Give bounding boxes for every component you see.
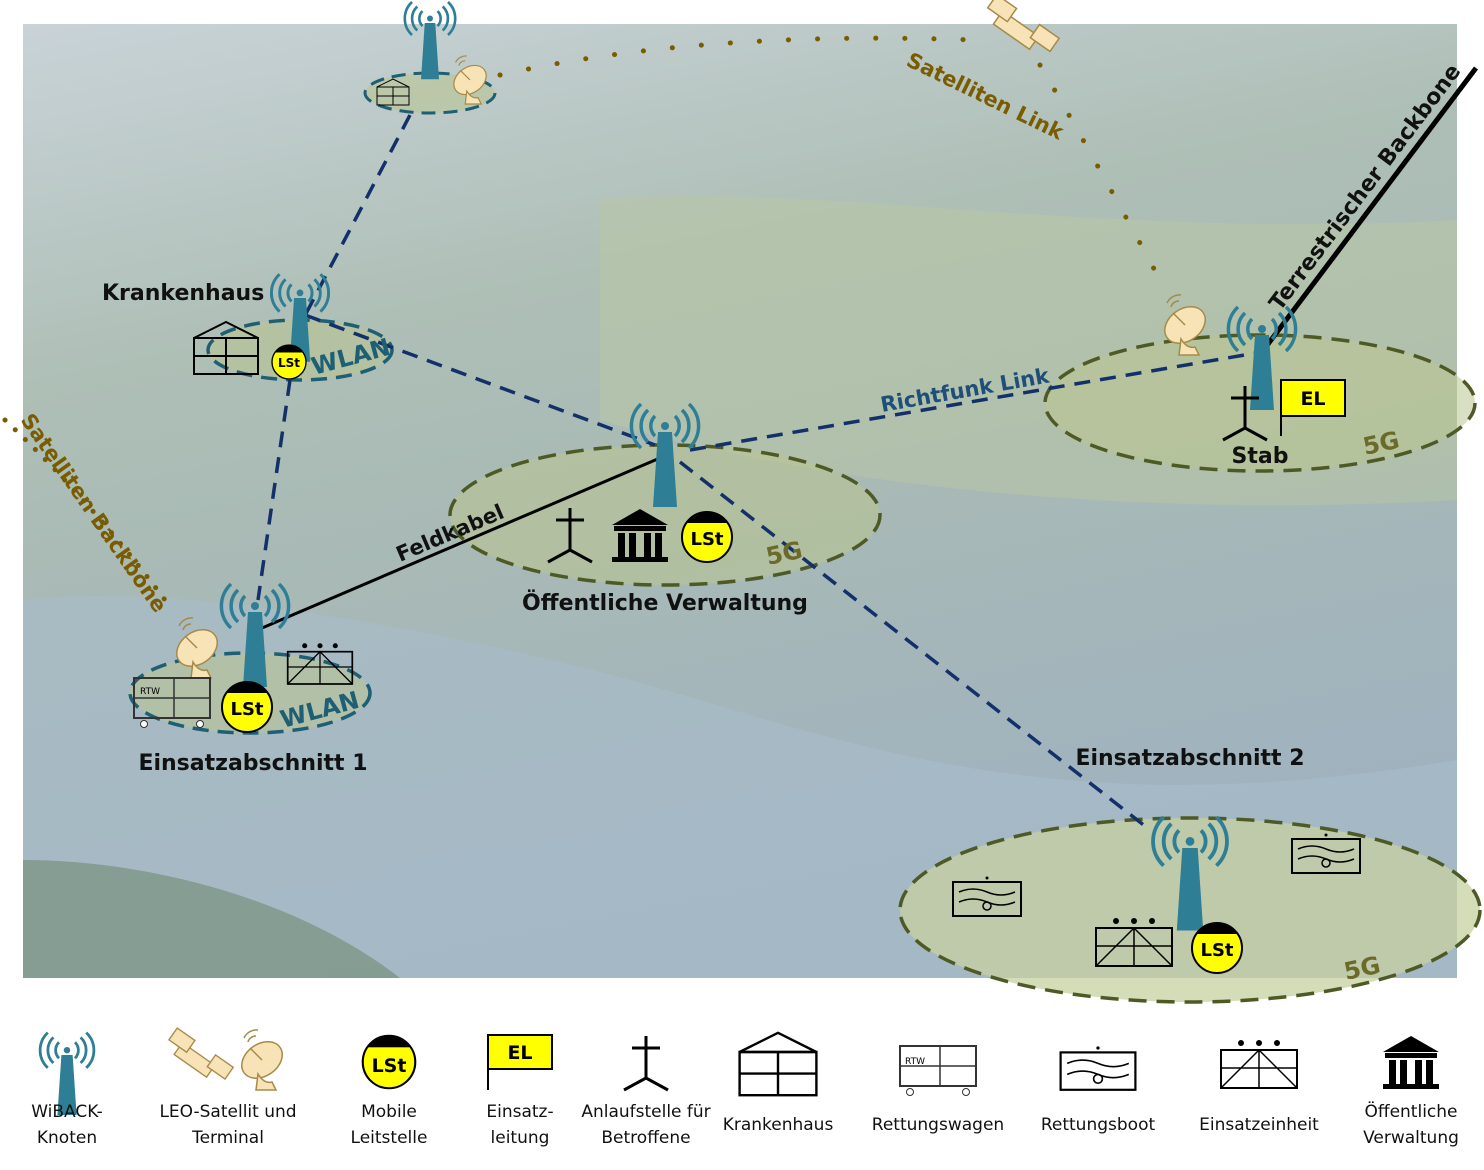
- lst-text: LSt: [1200, 940, 1233, 961]
- 5g-label: 5G: [1341, 951, 1382, 986]
- link-krankenhaus-verwaltung: [304, 313, 656, 447]
- lst-text: LSt: [278, 356, 300, 370]
- legend-lst-text: LSt: [372, 1055, 407, 1077]
- el-flag-icon: [1280, 379, 1346, 417]
- legend-label: LEO-Satellit und: [159, 1102, 296, 1122]
- legend-label: Öffentliche: [1364, 1100, 1457, 1122]
- legend-label: Verwaltung: [1363, 1128, 1459, 1148]
- ea1-label: Einsatzabschnitt 1: [138, 751, 367, 776]
- legend-label: Leitstelle: [351, 1128, 428, 1148]
- legend: LSt EL RTW WiBACK- Knoten LEO-Satellit u…: [31, 1027, 1459, 1148]
- legend-label: Einsatzeinheit: [1199, 1115, 1319, 1135]
- el-text: EL: [1300, 388, 1325, 410]
- terrestrial-backbone-line: [1260, 66, 1478, 354]
- legend-hospital-icon: [738, 1031, 818, 1097]
- legend-label: Rettungsboot: [1041, 1115, 1156, 1135]
- verwaltung-label: Öffentliche Verwaltung: [522, 590, 808, 616]
- legend-label: Einsatz-: [486, 1102, 553, 1122]
- rtw-text: RTW: [140, 687, 160, 697]
- lst-text: LSt: [690, 529, 723, 550]
- link-krankenhaus-ea1: [256, 379, 292, 601]
- forest-area: [23, 860, 400, 978]
- legend-label: Betroffene: [601, 1128, 690, 1148]
- link-sat-krankenhaus: [298, 114, 412, 326]
- legend-label: Mobile: [361, 1102, 417, 1122]
- legend-rtw-text: RTW: [905, 1057, 925, 1067]
- legend-label: Rettungswagen: [872, 1115, 1004, 1135]
- satellite-link-line: [497, 35, 1163, 283]
- legend-el-flag-icon: [487, 1034, 553, 1070]
- legend-dish-icon: [234, 1029, 290, 1091]
- satellite-backbone-line: [2, 417, 168, 603]
- legend-satellite-icon: [168, 1027, 234, 1080]
- legend-label: Knoten: [37, 1128, 97, 1148]
- field-cable-line: [261, 456, 661, 630]
- ea2-label: Einsatzabschnitt 2: [1075, 746, 1304, 771]
- legend-label: leitung: [491, 1128, 550, 1148]
- legend-label: Anlaufstelle für: [581, 1102, 710, 1122]
- legend-anlaufstelle-icon: [622, 1034, 670, 1092]
- legend-label: WiBACK-: [31, 1102, 103, 1122]
- legend-government-icon: [1383, 1036, 1439, 1089]
- legend-rescue-boat-icon: [1059, 1045, 1137, 1091]
- legend-label: Terminal: [191, 1128, 264, 1148]
- link-verwaltung-ea2: [678, 460, 1152, 832]
- legend-label: Krankenhaus: [723, 1115, 834, 1135]
- legend-ambulance-icon: [899, 1045, 977, 1097]
- legend-unit-icon: [1220, 1039, 1298, 1089]
- lst-text: LSt: [230, 699, 263, 720]
- stab-label: Stab: [1232, 444, 1289, 469]
- radio-link-verwaltung-stab: [689, 350, 1263, 452]
- legend-el-text: EL: [507, 1042, 532, 1064]
- krankenhaus-label: Krankenhaus: [102, 281, 264, 306]
